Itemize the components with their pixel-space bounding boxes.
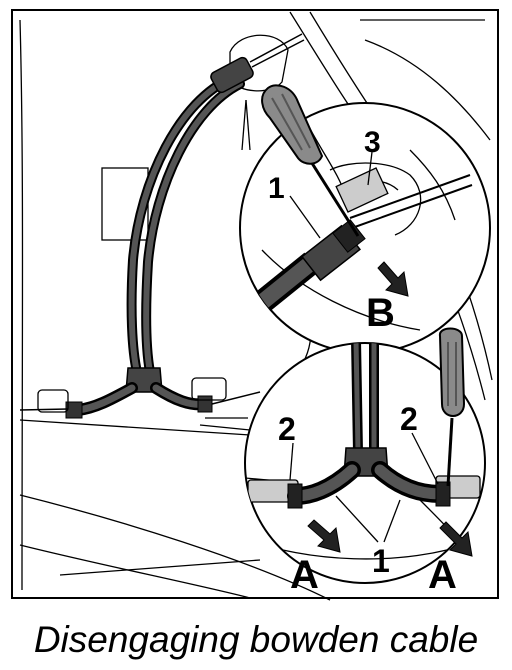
callout-2-right: 2 [400, 401, 418, 437]
arrow-a-right [439, 521, 473, 557]
screwdriver-lower [439, 327, 466, 487]
figure-frame [11, 9, 499, 599]
lower-callout-leaders [289, 432, 439, 543]
bowden-cable-main [126, 73, 245, 377]
callout-3: 3 [364, 126, 381, 159]
callout-1-upper: 1 [268, 172, 285, 205]
callout-2-left: 2 [278, 411, 296, 447]
callout-a-right: A [428, 553, 457, 597]
callout-1-lower: 1 [372, 543, 390, 579]
detail-leader-lines [199, 99, 251, 431]
cable-y-split-main [19, 367, 261, 419]
figure-caption: Disengaging bowden cable [33, 619, 479, 660]
arrow-a-left [307, 519, 341, 553]
detail-view-upper [239, 102, 491, 354]
callout-b: B [366, 291, 395, 335]
cable-end-sleeve-top [210, 33, 305, 94]
diagram-figure: 1 3 B 2 2 1 A A [11, 9, 499, 601]
arrow-b [377, 261, 409, 297]
callout-a-left: A [290, 553, 319, 597]
detail-view-lower [244, 342, 486, 584]
screwdriver-upper [261, 84, 360, 237]
upper-callout-leaders [289, 151, 373, 239]
